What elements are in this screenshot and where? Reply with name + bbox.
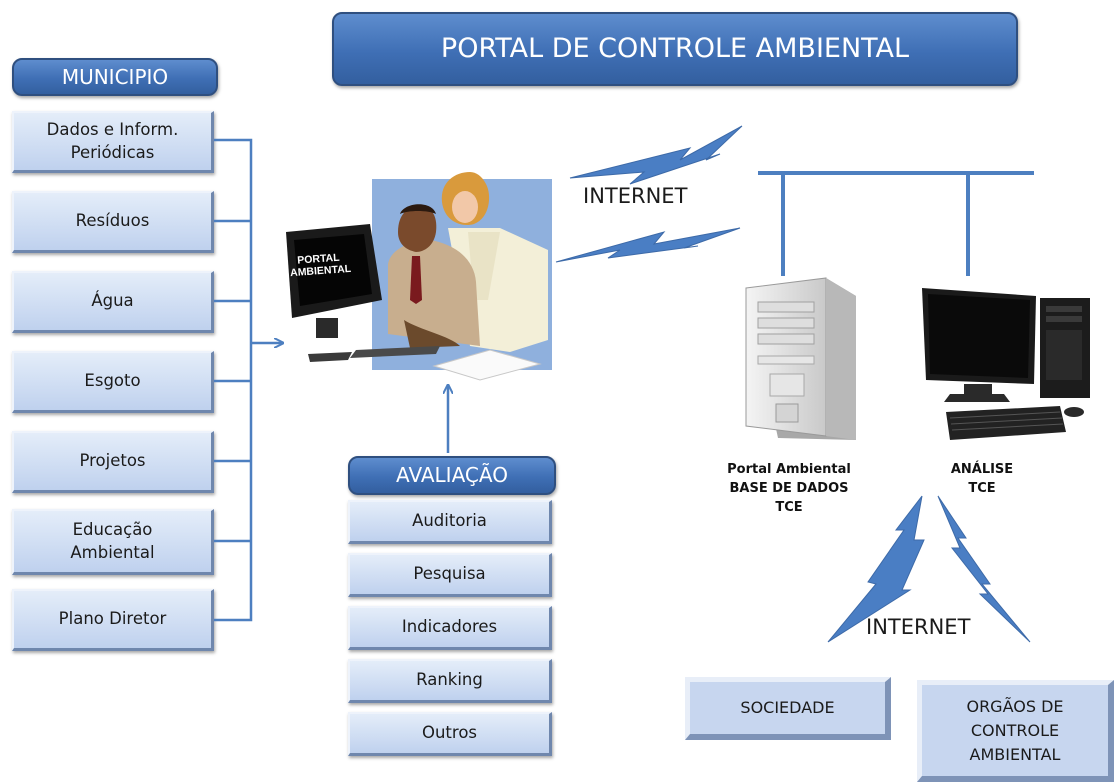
internet-label-bottom: INTERNET bbox=[866, 615, 971, 639]
municipio-connector bbox=[214, 138, 282, 622]
workstation-icon bbox=[922, 288, 1090, 440]
server-icon bbox=[745, 277, 856, 440]
lightning-icon-top bbox=[569, 125, 743, 185]
page-title: PORTAL DE CONTROLE AMBIENTAL bbox=[332, 12, 1018, 86]
municipio-label: MUNICIPIO bbox=[12, 58, 218, 96]
avaliacao-item-outros[interactable]: Outros bbox=[348, 712, 552, 756]
municipio-item-educacao[interactable]: Educação Ambiental bbox=[12, 509, 214, 575]
municipio-item-plano-diretor[interactable]: Plano Diretor bbox=[12, 589, 214, 651]
internet-label-top: INTERNET bbox=[583, 184, 688, 208]
lightning-icon-bottom bbox=[555, 227, 741, 263]
municipio-item-projetos[interactable]: Projetos bbox=[12, 431, 214, 493]
lightning-icon-left bbox=[827, 495, 925, 643]
lightning-icons bbox=[555, 125, 1031, 643]
avaliacao-label: AVALIAÇÃO bbox=[348, 456, 556, 495]
avaliacao-item-ranking[interactable]: Ranking bbox=[348, 659, 552, 703]
municipio-item-agua[interactable]: Água bbox=[12, 271, 214, 333]
avaliacao-item-pesquisa[interactable]: Pesquisa bbox=[348, 553, 552, 597]
sociedade-box[interactable]: SOCIEDADE bbox=[685, 677, 891, 740]
portal-screen-text: PORTAL AMBIENTAL bbox=[289, 251, 352, 279]
server-caption: Portal Ambiental BASE DE DADOS TCE bbox=[727, 462, 851, 515]
network-bus bbox=[758, 171, 1034, 276]
workstation-caption: ANÁLISE TCE bbox=[950, 462, 1014, 496]
lightning-icon-right bbox=[937, 495, 1031, 643]
portal-screen-line-1: PORTAL bbox=[297, 252, 341, 267]
municipio-item-esgoto[interactable]: Esgoto bbox=[12, 351, 214, 413]
portal-screen-line-2: AMBIENTAL bbox=[290, 263, 352, 279]
avaliacao-item-auditoria[interactable]: Auditoria bbox=[348, 500, 552, 544]
municipio-item-residuos[interactable]: Resíduos bbox=[12, 191, 214, 253]
municipio-item-dados[interactable]: Dados e Inform. Periódicas bbox=[12, 111, 214, 173]
portal-illustration: PORTAL AMBIENTAL bbox=[286, 172, 552, 381]
avaliacao-item-indicadores[interactable]: Indicadores bbox=[348, 606, 552, 650]
orgaos-controle-box[interactable]: ORGÃOS DE CONTROLE AMBIENTAL bbox=[917, 680, 1114, 782]
